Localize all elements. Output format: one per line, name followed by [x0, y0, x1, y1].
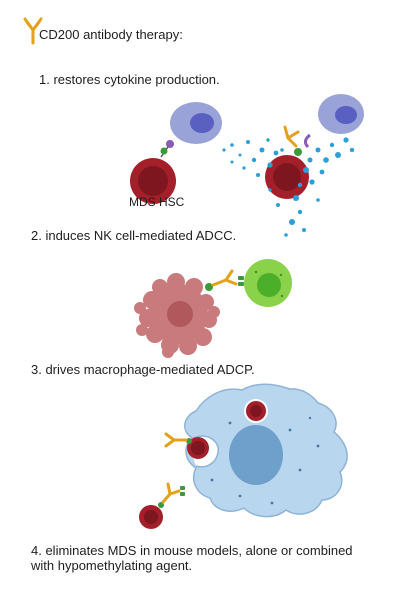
nk-receptor: [238, 276, 244, 286]
panel-cytokine: [130, 94, 364, 237]
macrophage-granules: [210, 416, 320, 505]
step-3-text: 3. drives macrophage-mediated ADCP.: [31, 362, 255, 377]
step-4-text: 4. eliminates MDS in mouse models, alone…: [31, 543, 353, 573]
dying-mds-cell: [134, 273, 220, 358]
cd200-marker: [186, 438, 192, 444]
cd200-marker: [160, 147, 168, 155]
receptor-marker: [303, 133, 311, 149]
cd200-marker: [205, 283, 213, 291]
mds-cell-being-engulfed: [187, 437, 209, 459]
antibody-bound: [211, 269, 238, 287]
cytokine-dots: [222, 137, 355, 237]
mds-cell-left: [130, 158, 176, 204]
t-cell-left: [170, 102, 222, 144]
panel-adcc: [134, 259, 292, 358]
antibody-bound: [283, 125, 300, 148]
engulfed-mds-cell: [244, 399, 268, 423]
mds-hsc-label: MDS HSC: [129, 195, 185, 209]
receptor-marker: [166, 140, 174, 148]
antibody-bound: [164, 432, 188, 448]
nk-cell: [244, 259, 292, 307]
mds-cell-target: [139, 505, 163, 529]
diagram-title: CD200 antibody therapy:: [39, 27, 183, 42]
step-2-text: 2. induces NK cell-mediated ADCC.: [31, 228, 237, 243]
fc-receptor: [180, 492, 185, 496]
t-cell-right: [318, 94, 364, 134]
panel-adcp: [139, 383, 348, 529]
antibody-bound: [161, 482, 181, 504]
mds-cell-right: [265, 155, 309, 199]
macrophage-nucleus: [229, 425, 283, 485]
cd200-marker: [294, 148, 302, 156]
step-1-text: 1. restores cytokine production.: [39, 72, 220, 87]
antibody-icon: [23, 17, 43, 45]
fc-receptor: [180, 486, 185, 490]
cd200-marker: [158, 502, 164, 508]
